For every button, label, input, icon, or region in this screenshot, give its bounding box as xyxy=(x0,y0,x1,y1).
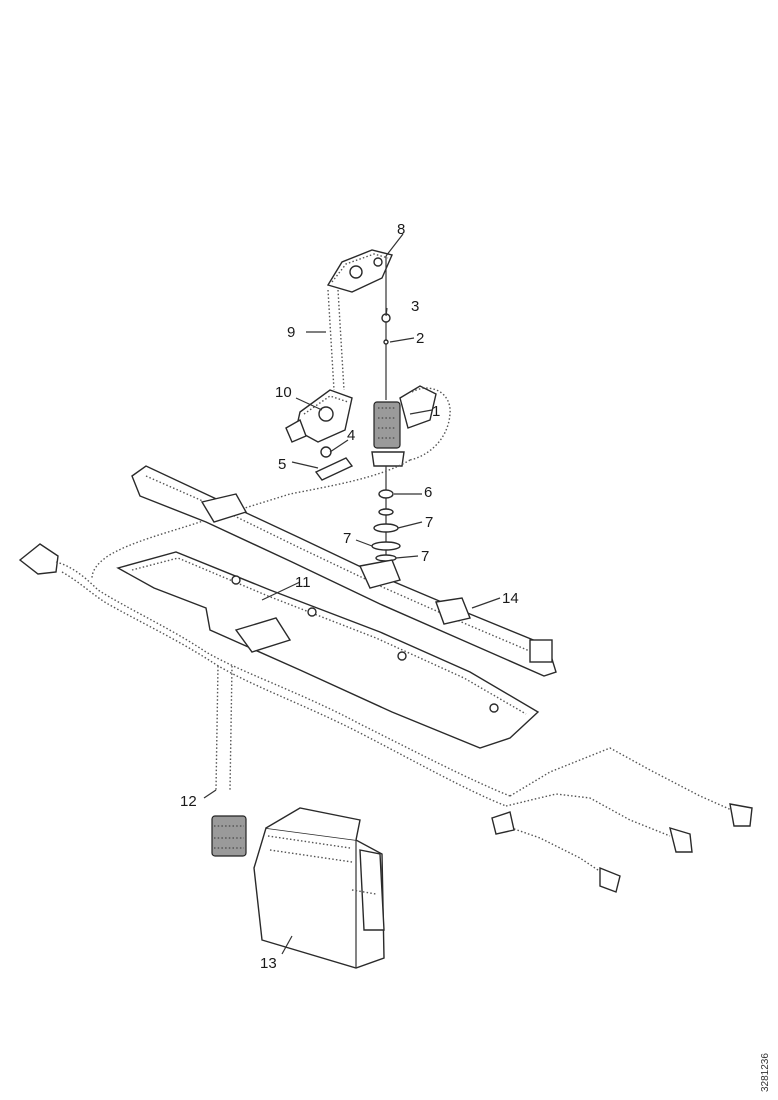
callout-5: 5 xyxy=(278,456,286,473)
callout-11: 13 xyxy=(260,955,277,972)
callout-7-right: 7 xyxy=(421,548,429,565)
part-11-control-unit xyxy=(253,807,385,969)
callout-13: 11 xyxy=(295,574,311,591)
callout-8: 8 xyxy=(397,221,405,238)
drawing-reference-number: 3281236 xyxy=(760,1053,771,1092)
part-13-mounting-plate xyxy=(116,551,540,749)
callout-2: 2 xyxy=(416,330,424,347)
callout-4: 4 xyxy=(347,427,355,444)
part-14-frame-rail xyxy=(131,465,557,677)
part-8-upper-bracket xyxy=(326,249,393,293)
callout-7-top: 7 xyxy=(425,514,433,531)
callout-14: 14 xyxy=(502,590,519,607)
leader-lines xyxy=(203,233,501,955)
main-wiring-harness xyxy=(18,543,753,893)
part-12-branch-harness xyxy=(211,665,247,857)
parts-4-5-fittings xyxy=(314,446,354,481)
callout-10: 10 xyxy=(275,384,292,401)
part-10-valve xyxy=(285,389,353,443)
callout-1: 1 xyxy=(432,403,440,420)
callout-12: 12 xyxy=(180,793,197,810)
callout-9: 9 xyxy=(287,324,295,341)
part-1-sensor-assembly xyxy=(371,256,451,467)
part-9-rod xyxy=(327,289,345,391)
callout-7-left: 7 xyxy=(343,530,351,547)
callout-6: 6 xyxy=(424,484,432,501)
callout-3: 3 xyxy=(411,298,419,315)
sensor-cable xyxy=(91,459,411,579)
